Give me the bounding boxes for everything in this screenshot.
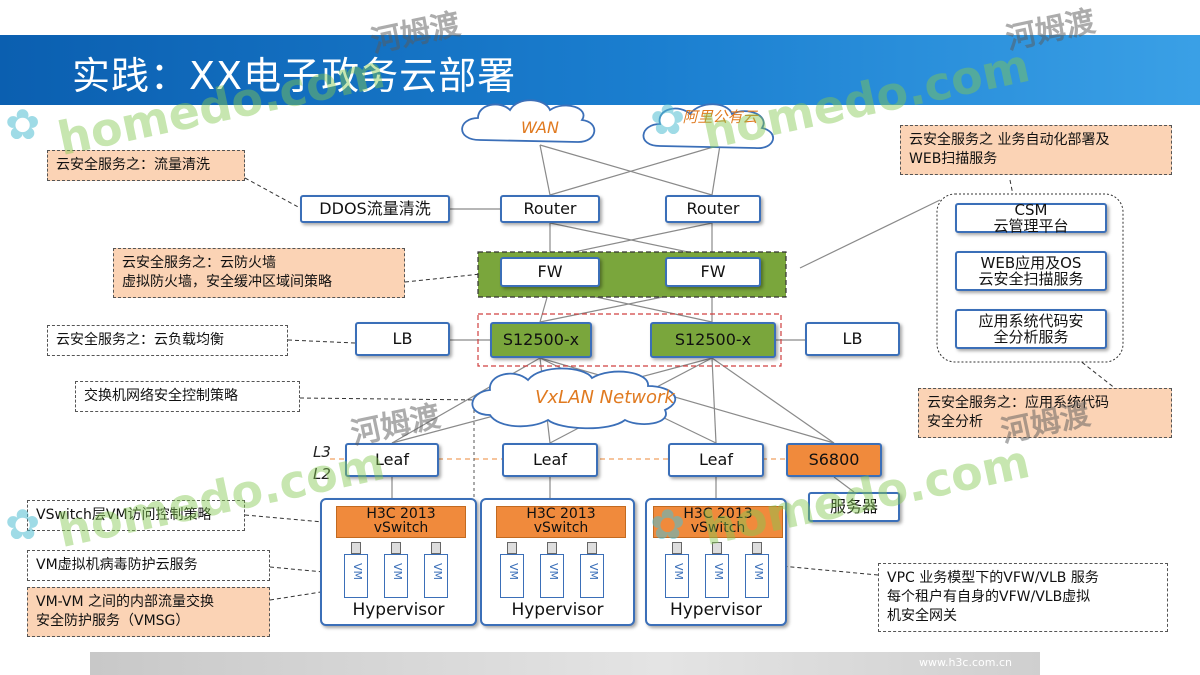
footer-bar: www.h3c.com.cn [90, 652, 1040, 675]
web-scan-node: WEB应用及OS 云安全扫描服务 [955, 251, 1107, 291]
leaf-node-1: Leaf [345, 443, 439, 477]
vm-icon: VM [540, 542, 564, 598]
vm-icon: VM [705, 542, 729, 598]
vm-icon: VM [500, 542, 524, 598]
csm-node: CSM 云管理平台 [955, 201, 1107, 234]
vswitch-label: H3C 2013 vSwitch [496, 506, 626, 538]
s6800-node: S6800 [786, 443, 882, 477]
vswitch-label: H3C 2013 vSwitch [336, 506, 466, 538]
callout-vswitch-policy: VSwitch层VM访问控制策略 [27, 500, 245, 531]
s12500-node-1: S12500-x [490, 322, 592, 358]
callout-antivirus: VM虚拟机病毒防护云服务 [27, 550, 270, 581]
callout-cloud-firewall: 云安全服务之：云防火墙 虚拟防火墙，安全缓冲区域间策略 [113, 248, 405, 298]
fw-node-2: FW [665, 257, 761, 287]
watermark-flower-icon: ✿ [650, 500, 686, 549]
watermark-flower-icon: ✿ [5, 500, 41, 549]
vm-icon: VM [384, 542, 408, 598]
callout-vpc: VPC 业务模型下的VFW/VLB 服务 每个租户有自身的VFW/VLB虚拟 机… [878, 563, 1168, 632]
vm-icon: VM [665, 542, 689, 598]
aliyun-cloud-label: 阿里公有云 [682, 108, 758, 126]
callout-automation: 云安全服务之 业务自动化部署及 WEB扫描服务 [900, 125, 1172, 175]
hypervisor-label: Hypervisor [352, 600, 445, 620]
vswitch-label: H3C 2013 vSwitch [653, 506, 783, 538]
page-title: 实践：XX电子政务云部署 [72, 54, 517, 98]
callout-vmsg: VM-VM 之间的内部流量交换 安全防护服务（VMSG） [27, 587, 270, 637]
vxlan-cloud-label: VxLAN Network [535, 387, 675, 408]
lb-node-left: LB [355, 322, 450, 356]
host-2: H3C 2013 vSwitch VM VM VM Hypervisor [480, 498, 635, 626]
vm-icon: VM [424, 542, 448, 598]
leaf-node-3: Leaf [668, 443, 764, 477]
server-node: 服务器 [808, 492, 900, 522]
callout-load-balance: 云安全服务之：云负载均衡 [47, 325, 288, 356]
vm-icon: VM [580, 542, 604, 598]
footer-url: www.h3c.com.cn [918, 656, 1012, 669]
s12500-node-2: S12500-x [650, 322, 776, 358]
fw-node-1: FW [500, 257, 600, 287]
hypervisor-label: Hypervisor [669, 600, 763, 620]
hypervisor-label: Hypervisor [511, 600, 604, 620]
router-node-1: Router [500, 195, 600, 223]
host-1: H3C 2013 vSwitch VM VM VM Hypervisor [320, 498, 477, 626]
router-node-2: Router [665, 195, 761, 223]
wan-cloud-label: WAN [521, 118, 559, 137]
watermark-flower-icon: ✿ [650, 95, 686, 144]
code-scan-node: 应用系统代码安 全分析服务 [955, 309, 1107, 349]
callout-switch-policy: 交换机网络安全控制策略 [75, 381, 300, 412]
lb-node-right: LB [805, 322, 900, 356]
l3-tag: L3 [313, 443, 331, 461]
ddos-node: DDOS流量清洗 [300, 195, 450, 223]
callout-traffic-cleaning: 云安全服务之：流量清洗 [47, 150, 245, 181]
host-3: H3C 2013 vSwitch VM VM VM Hypervisor [645, 498, 787, 626]
leaf-node-2: Leaf [502, 443, 598, 477]
title-bar [0, 35, 1200, 105]
l2-tag: L2 [313, 465, 331, 483]
vm-icon: VM [344, 542, 368, 598]
callout-code-analysis: 云安全服务之：应用系统代码 安全分析 [918, 388, 1172, 438]
watermark-flower-icon: ✿ [5, 100, 41, 149]
vm-icon: VM [745, 542, 769, 598]
